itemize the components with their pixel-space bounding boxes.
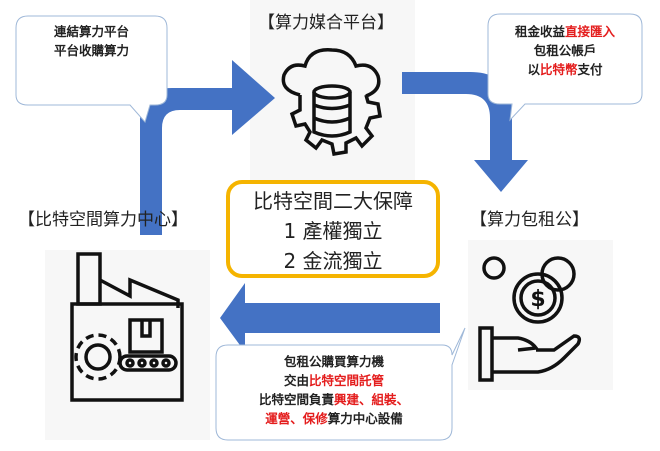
arrow-landlord-to-datacenter [220, 283, 440, 352]
bubble-left-shape [15, 15, 168, 124]
guarantee-item: 2 金流獨立 [283, 249, 383, 273]
svg-text:$: $ [530, 287, 545, 312]
bubble-bottom-text: 算力中心設備 [327, 411, 403, 426]
bubble-left-line: 平台收購算力 [53, 43, 129, 58]
bubble-left: 連結算力平台 平台收購算力 [16, 22, 167, 60]
bubble-right-text: 包租公帳戶 [533, 43, 597, 58]
landlord-title: 【算力包租公】 [470, 210, 589, 230]
guarantee-box: 比特空間二大保障 1 產權獨立 2 金流獨立 [226, 180, 440, 278]
bubble-bottom-highlight: 比特空間託管 [309, 373, 385, 388]
bubble-bottom-text: 比特空間負責 [258, 392, 334, 407]
platform-title: 【算力媒合平台】 [258, 13, 394, 33]
bubble-bottom-text: 交由 [283, 373, 309, 388]
arrow-datacenter-to-platform [140, 60, 275, 235]
factory-icon [70, 252, 184, 402]
bubble-left-line: 連結算力平台 [53, 24, 129, 39]
bubble-right-shape [487, 13, 643, 122]
cloud-gear-database-icon [281, 48, 383, 157]
bubble-bottom-shape [215, 327, 466, 441]
bubble-right-text: 以 [527, 62, 540, 77]
bubble-right-highlight: 比特幣 [539, 62, 578, 77]
guarantee-heading: 比特空間二大保障 [253, 189, 413, 213]
bubble-bottom-text: 包租公購買算力機 [283, 354, 384, 369]
bubble-bottom: 包租公購買算力機 交由比特空間託管 比特空間負責興建、組裝、 運營、保修算力中心… [216, 352, 452, 428]
bubble-bottom-highlight: 興建、組裝、 [334, 392, 410, 407]
bubble-right: 租金收益直接匯入 包租公帳戶 以比特幣支付 [488, 22, 642, 79]
guarantee-item: 1 產權獨立 [283, 219, 383, 243]
bubble-right-text: 支付 [577, 62, 603, 77]
hand-coins-icon: $ [478, 256, 582, 382]
bubble-bottom-highlight: 運營、保修 [265, 411, 328, 426]
bubble-right-text: 租金收益 [514, 24, 565, 39]
datacenter-title: 【比特空間算力中心】 [18, 210, 188, 230]
bubble-right-highlight: 直接匯入 [565, 24, 616, 39]
